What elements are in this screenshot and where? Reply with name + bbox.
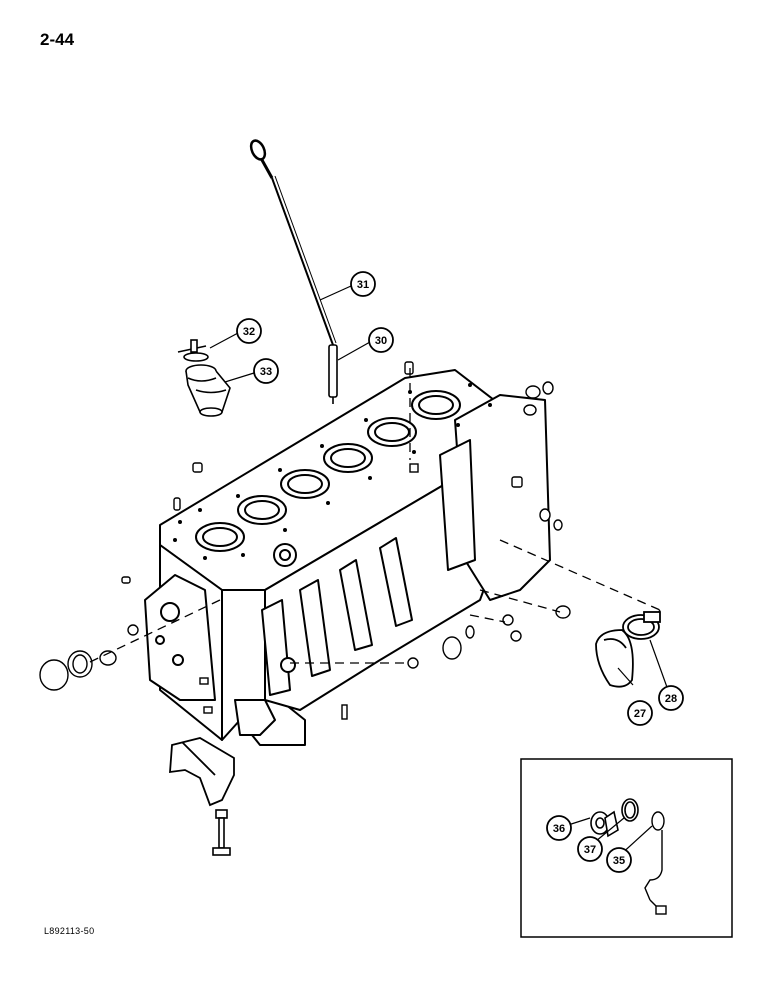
svg-text:30: 30 (375, 335, 387, 347)
filler-neck (185, 364, 231, 417)
page-number: 2-44 (40, 30, 75, 49)
bearing-cap-bolt (212, 809, 231, 856)
callout-leaders (209, 285, 669, 857)
callout-31: 31 (350, 271, 376, 297)
svg-text:31: 31 (357, 279, 369, 291)
sensor-wire (644, 811, 667, 915)
breather-cap (177, 339, 209, 362)
svg-text:36: 36 (553, 823, 565, 835)
inset-box (520, 758, 733, 938)
cylinder-bores (195, 390, 461, 552)
svg-text:37: 37 (584, 844, 596, 856)
callout-33: 33 (253, 358, 279, 384)
callout-36: 36 (546, 815, 572, 841)
o-ring (621, 798, 639, 822)
dipstick-tube (328, 344, 338, 404)
dipstick (249, 139, 337, 346)
temperature-sender (590, 810, 619, 838)
callout-28: 28 (658, 685, 684, 711)
svg-text:28: 28 (665, 693, 677, 705)
svg-text:27: 27 (634, 708, 646, 720)
plugs-and-dowels (39, 361, 571, 720)
callout-32: 32 (236, 318, 262, 344)
callout-37: 37 (577, 836, 603, 862)
svg-text:35: 35 (613, 855, 625, 867)
callout-30: 30 (368, 327, 394, 353)
svg-text:32: 32 (243, 326, 255, 338)
main-bearing-cap (169, 737, 235, 807)
callout-35: 35 (606, 847, 632, 873)
callout-27: 27 (627, 700, 653, 726)
elbow-hose (595, 629, 634, 688)
hose-clamp (622, 611, 661, 640)
cylinder-block (144, 369, 551, 746)
svg-text:33: 33 (260, 366, 272, 378)
figure-code: L892113-50 (44, 926, 95, 936)
deck-bolt-holes (173, 383, 492, 560)
